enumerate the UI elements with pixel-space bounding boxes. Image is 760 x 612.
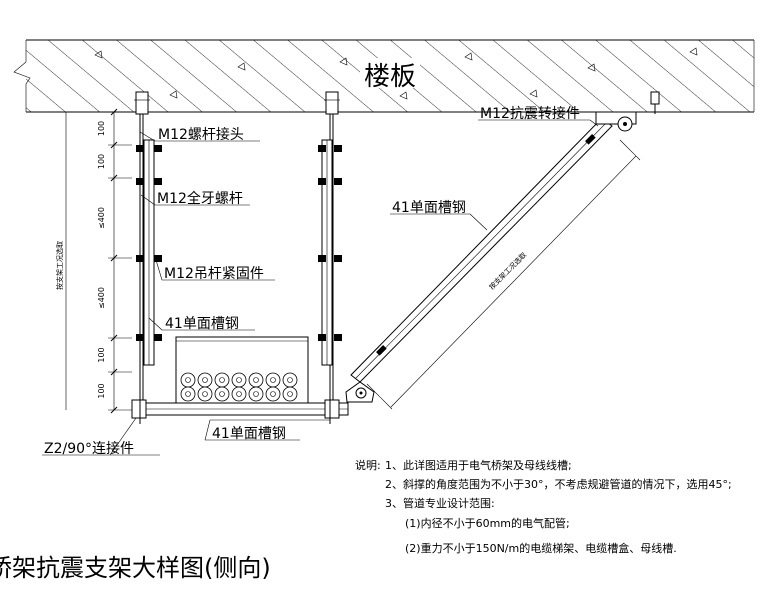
diagonal-brace-channel (350, 117, 613, 383)
cable-core (185, 377, 191, 383)
cable-core (253, 377, 259, 383)
dimension-label: 100 (97, 121, 106, 136)
rod-fasteners (136, 145, 342, 341)
diagonal-dimension (366, 139, 641, 410)
cable (265, 372, 281, 388)
cable-bundle (180, 372, 298, 402)
cable-core (219, 391, 225, 397)
dimension-slash (110, 368, 118, 376)
note-item-1: 1、此详图适用于电气桥架及母线线槽; (385, 459, 572, 472)
callout-brace-connector: M12抗震转接件 (480, 105, 580, 122)
cable (231, 372, 247, 388)
bottom-channel (131, 395, 349, 424)
right-vertical-channel (321, 139, 333, 366)
callout-channel-diagonal: 41单面槽钢 (392, 200, 466, 216)
cable-core (287, 391, 293, 397)
slab-label: 楼板 (364, 62, 416, 92)
left-vertical-channel (143, 139, 155, 366)
note-item-2: 2、斜撑的角度范围为不小于30°，不考虑规避管道的情况下，选用45°; (385, 478, 732, 491)
left-dim-note: 按支架工况选取 (55, 241, 64, 290)
cable-core (253, 391, 259, 397)
cable (248, 372, 264, 388)
cable-core (270, 377, 276, 383)
note-subitem-1: (1)内径不小于60mm的电气配管; (405, 517, 570, 530)
dimension-label: 100 (97, 383, 106, 398)
cable (282, 386, 298, 402)
callout-leaders (42, 119, 599, 456)
dimension-slash (110, 141, 118, 149)
cable (180, 372, 196, 388)
cable-core (219, 377, 225, 383)
upper-seismic-connector (595, 91, 660, 132)
callout-channel-bottom: 41单面槽钢 (212, 426, 286, 442)
dimension-slash (110, 254, 118, 262)
cable (248, 386, 264, 402)
cable (214, 386, 230, 402)
dimension-label: ≤400 (97, 207, 106, 229)
cable (282, 372, 298, 388)
cable-core (202, 377, 208, 383)
dimension-slash (110, 334, 118, 342)
callout-channel-vertical: 41单面槽钢 (165, 316, 239, 332)
dimension-slash (110, 406, 118, 414)
dimension-label: 100 (97, 154, 106, 169)
callout-rod-fastener: M12吊杆紧固件 (164, 266, 264, 282)
diag-dim-note: 按支架工况选取 (487, 250, 528, 291)
cable (197, 386, 213, 402)
dimension-slash (110, 174, 118, 182)
callout-rod-connector: M12螺杆接头 (158, 126, 244, 143)
cable-core (236, 391, 242, 397)
lower-brace-hinge (345, 381, 375, 403)
notes-heading: 说明: (355, 459, 381, 472)
cable (180, 386, 196, 402)
cable (197, 372, 213, 388)
cable (231, 386, 247, 402)
dimension-labels: 100 100 ≤400 ≤400 100 100 (97, 121, 106, 399)
dimension-label: 100 (97, 347, 106, 362)
cable (265, 386, 281, 402)
cable (214, 372, 230, 388)
cable-core (185, 391, 191, 397)
cable-core (287, 377, 293, 383)
cable-core (270, 391, 276, 397)
note-item-3: 3、管道专业设计范围: (385, 497, 495, 510)
note-subitem-2: (2)重力不小于150N/m的电缆梯架、电缆槽盒、母线槽. (405, 542, 677, 555)
callout-threaded-rod: M12全牙螺杆 (157, 190, 243, 207)
cable-core (236, 377, 242, 383)
cable-core (202, 391, 208, 397)
callout-z-connector: Z2/90°连接件 (44, 440, 134, 457)
drawing-title: 桥架抗震支架大样图(侧向) (0, 554, 271, 582)
dimension-slash (110, 108, 118, 116)
dimension-label: ≤400 (97, 287, 106, 309)
left-dimension-chain (65, 108, 132, 414)
